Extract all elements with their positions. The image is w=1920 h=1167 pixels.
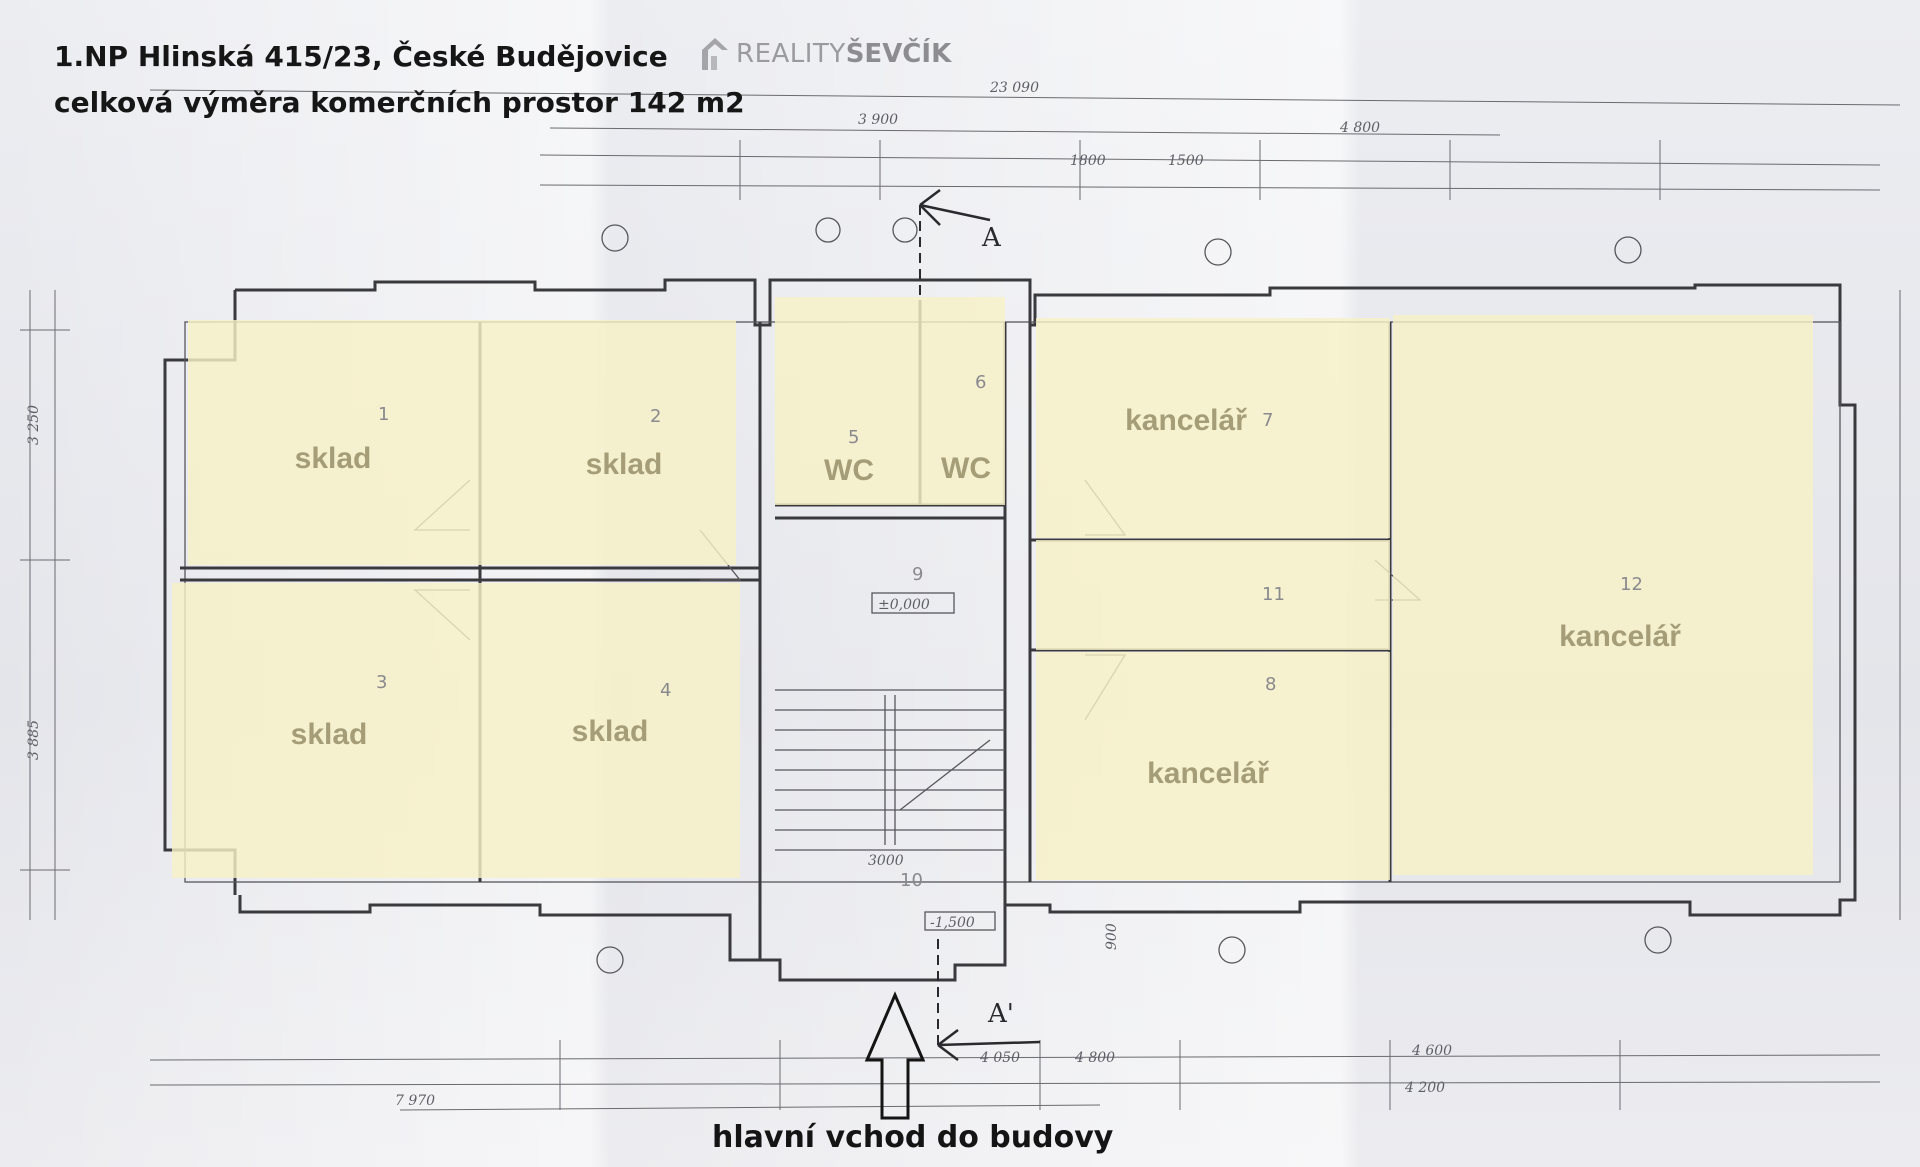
dim-side-a: 3 250 [26,405,42,445]
logo-text-reality: REALITY [736,39,846,69]
room-8-number: 8 [1265,674,1276,695]
room-8-area [1036,652,1390,880]
dim-bottom-d: 4 200 [1404,1080,1445,1096]
entrance-arrow-icon [864,991,926,1120]
room-10-number: 10 [900,870,923,891]
brand-logo: REALITY ŠEVČÍK [700,36,951,72]
room-2-number: 2 [650,406,661,427]
dim-side-b: 3 885 [26,720,42,760]
dim-bottom-a: 7 970 [395,1093,435,1109]
dim-top-a: 1500 [1168,153,1204,169]
room-2-label: sklad [586,448,663,481]
section-label-bottom: A' [987,999,1014,1029]
plan-title-line1: 1.NP Hlinská 415/23, České Budějovice [54,40,668,73]
plan-title-line2: celková výměra komerčních prostor 142 m2 [54,86,745,119]
dim-stair-a: 3000 [868,853,904,869]
room-11-number: 11 [1262,584,1285,605]
bottom-dimension-lines [149,1040,1881,1111]
dim-bottom-b: 4 050 [979,1050,1020,1066]
entrance-label: hlavní vchod do budovy [712,1120,1114,1155]
room-6-area [919,297,1005,505]
room-5-number: 5 [848,427,859,448]
room-7-area [1036,318,1390,538]
dim-bottom-e: 4 600 [1411,1043,1452,1059]
section-marker-top [919,189,991,300]
room-7-label: kancelář [1125,404,1247,437]
dim-stair-b: 900 [1104,923,1120,950]
dim-top-total: 23 090 [989,80,1039,96]
commercial-area-highlight [172,297,1813,880]
top-dimension-lines [149,89,1901,200]
room-4-number: 4 [660,680,671,701]
room-6-number: 6 [975,372,986,393]
room-12-label: kancelář [1559,620,1681,653]
dim-top-mid: 3 900 [858,112,898,128]
logo-text-sevcik: ŠEVČÍK [845,39,952,69]
room-7-number: 7 [1262,410,1273,431]
room-3-number: 3 [376,672,387,693]
room-12-area [1393,315,1813,875]
room-1-number: 1 [378,404,389,425]
level-mark-10: -1,500 [930,915,975,931]
room-5-label: WC [824,454,874,487]
room-1-label: sklad [295,442,372,475]
room-4-label: sklad [572,715,649,748]
room-3-label: sklad [291,718,368,751]
dim-top-b: 1800 [1070,153,1106,169]
room-5-area [775,297,919,505]
room-8-label: kancelář [1147,757,1269,790]
room-2-area [488,320,736,565]
room-6-label: WC [941,452,991,485]
room-11-area [1036,540,1390,650]
section-marker-bottom [937,935,1041,1061]
room-1-area [188,320,488,565]
room-4-area [488,583,740,878]
logo-mark-icon [702,38,728,70]
dim-top-right: 4 800 [1339,120,1380,136]
room-3-area [172,583,488,878]
level-mark-9: ±0,000 [878,597,930,613]
side-dimension-lines [20,290,1901,920]
section-label-top: A [981,223,1002,253]
room-9-number: 9 [912,564,923,585]
room-12-number: 12 [1620,574,1643,595]
dim-bottom-c: 4 800 [1074,1050,1115,1066]
